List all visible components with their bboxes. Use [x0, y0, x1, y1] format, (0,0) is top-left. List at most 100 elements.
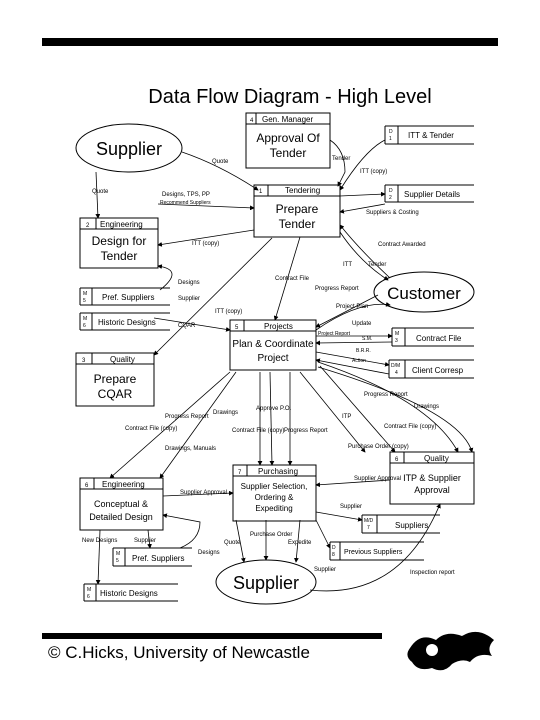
process-name-line1: Plan & Coordinate [232, 339, 314, 350]
process-owner: Gen. Manager [262, 115, 313, 124]
external-supplier-bottom-label: Supplier [233, 573, 299, 593]
store-id: 7 [367, 525, 370, 531]
external-customer-label: Customer [387, 284, 461, 303]
top-rule [42, 38, 498, 46]
store-itt-tender: D 1 ITT & Tender [384, 125, 474, 145]
flow-label: ITP [342, 414, 351, 420]
process-name-line1: Approval Of [256, 131, 320, 145]
process-plan-coordinate-project: 5 Projects Plan & Coordinate Project [229, 319, 317, 371]
store-previous-suppliers: D 8 Previous Suppliers [329, 541, 424, 561]
process-conceptual-detailed-design: 6 Engineering Conceptual & Detailed Desi… [79, 477, 164, 531]
flow-label: Supplier [134, 538, 156, 544]
flow-label: Quote [92, 189, 109, 195]
process-name-line2: Tender [279, 217, 316, 231]
store-name: Previous Suppliers [344, 549, 403, 556]
process-name-line2: Ordering & [255, 493, 294, 502]
process-owner: Purchasing [258, 467, 298, 476]
process-prepare-cqar: 3 Quality Prepare CQAR [75, 352, 155, 407]
flow-label: Supplier [314, 567, 336, 573]
process-name-line3: Expediting [255, 504, 292, 513]
process-itp-supplier-approval: 6 Quality ITP & Supplier Approval [389, 451, 475, 505]
store-id: D [332, 545, 336, 551]
external-supplier-bottom: Supplier [215, 559, 317, 605]
flow-label: Supplier [340, 504, 362, 510]
flow-label: Project Plan [336, 304, 368, 310]
store-id: 2 [389, 195, 392, 201]
process-number: 6 [85, 483, 89, 489]
store-client-corresp: D/M 4 Client Corresp [388, 359, 474, 379]
process-number: 3 [82, 358, 86, 364]
process-owner: Engineering [102, 480, 145, 489]
process-number: 5 [235, 325, 239, 331]
external-supplier-top-label: Supplier [96, 139, 162, 159]
process-number: 7 [238, 470, 242, 476]
flow-label: Tender [332, 156, 350, 162]
process-prepare-tender: 1 Tendering Prepare Tender [253, 184, 341, 238]
store-historic-designs-top: M 6 Historic Designs [79, 312, 170, 331]
flow-label: Supplier [178, 296, 200, 302]
store-name: Suppliers [395, 521, 428, 530]
process-name-line2: Detailed Design [89, 512, 153, 522]
process-owner: Quality [424, 454, 449, 463]
process-design-for-tender: 2 Engineering Design for Tender [79, 217, 159, 269]
diagram-title: Data Flow Diagram - High Level [148, 86, 431, 108]
flow-label: Tender [368, 262, 386, 268]
flow-label: Update [352, 321, 372, 327]
flow-label: Progress Report [165, 414, 209, 420]
flow-label: ITT [343, 262, 352, 268]
store-id: M [83, 316, 87, 322]
flow-label: Expedite [288, 540, 312, 546]
flow-label: ITT (copy) [215, 309, 242, 315]
flow-label: Supplier Approval [354, 476, 401, 482]
flow-label: S.M. [362, 336, 372, 342]
process-name-line2: Tender [101, 249, 138, 263]
flow-label: Quote [224, 540, 241, 546]
flow-label: Designs [198, 550, 220, 556]
flow-label: Designs, TPS, PP [162, 192, 210, 198]
flow-label: Drawings [414, 404, 439, 410]
process-owner: Engineering [100, 220, 143, 229]
store-id: M [83, 291, 87, 297]
process-name-line1: Conceptual & [94, 499, 148, 509]
flow-label: Quote [212, 159, 229, 165]
flow-label: B.R.R. [356, 348, 371, 354]
process-owner: Quality [110, 355, 135, 364]
flow-label: CQAR [178, 323, 196, 329]
flow-label: Drawings, Manuals [165, 446, 216, 452]
store-id: D/M [391, 363, 400, 369]
store-historic-designs-bottom: M 6 Historic Designs [83, 583, 178, 602]
flow-label: Progress Report [315, 286, 359, 292]
store-name: Supplier Details [404, 190, 460, 199]
flow-label: Supplier Approval [180, 490, 227, 496]
process-name-line1: Supplier Selection, [241, 482, 308, 491]
process-purchasing: 7 Purchasing Supplier Selection, Orderin… [232, 464, 317, 522]
store-name: Historic Designs [98, 318, 156, 327]
footer-copyright: © C.Hicks, University of Newcastle [48, 643, 310, 662]
process-name-line1: Prepare [276, 202, 319, 216]
store-id: 5 [83, 298, 86, 304]
store-name: Contract File [416, 334, 462, 343]
store-id: D [389, 129, 393, 135]
store-name: Historic Designs [100, 589, 158, 598]
store-name: Pref. Suppliers [102, 293, 154, 302]
store-id: D [389, 188, 393, 194]
store-pref-suppliers-bottom: M 5 Pref. Suppliers [112, 547, 192, 567]
process-name-line2: Approval [414, 485, 450, 495]
university-lion-logo [407, 631, 494, 671]
flow-lines [95, 139, 474, 592]
flow-label: Contract File (copy) [125, 426, 177, 432]
external-customer: Customer [373, 271, 475, 313]
process-owner: Projects [264, 322, 293, 331]
store-id: M/D [364, 518, 374, 524]
external-supplier-top: Supplier [75, 123, 183, 173]
store-contract-file: M 3 Contract File [391, 327, 474, 347]
process-name-line2: CQAR [98, 387, 133, 401]
flow-label: Designs [178, 280, 200, 286]
store-supplier-details: D 2 Supplier Details [384, 184, 474, 203]
store-id: 4 [395, 370, 398, 376]
store-id: M [116, 551, 120, 557]
process-owner: Tendering [285, 186, 320, 195]
process-name-line1: Prepare [94, 372, 137, 386]
process-name-line1: ITP & Supplier [403, 473, 461, 483]
